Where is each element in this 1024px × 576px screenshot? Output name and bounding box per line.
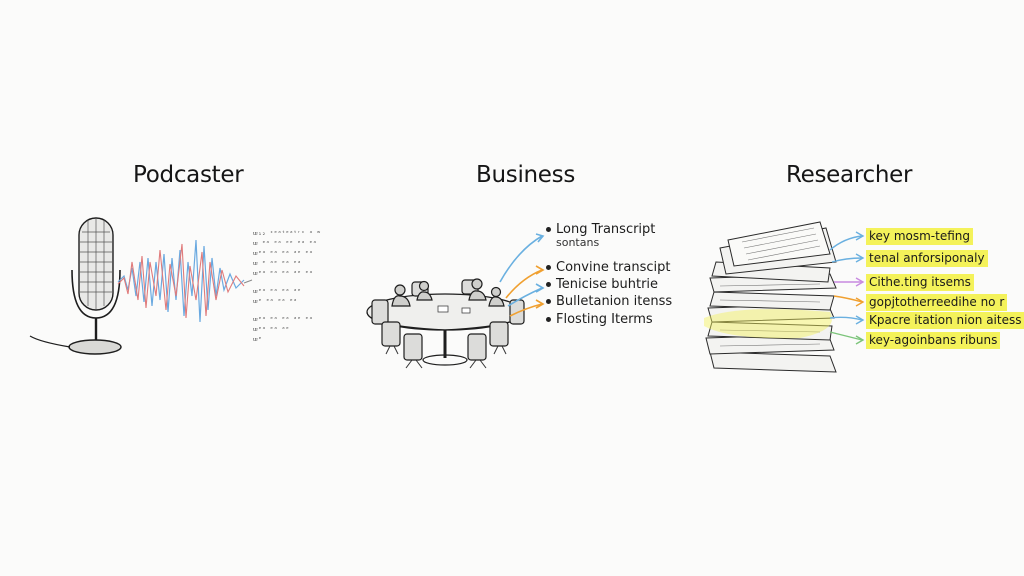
highlighted-note: Kpacre itation nion aitess	[866, 312, 1024, 329]
bullet-label: Convine transcipt	[556, 260, 671, 275]
highlighted-note: key mosm-tefing	[866, 228, 973, 245]
bullet-item: Tenicise buhtrie	[546, 277, 658, 292]
transcript-line: ᵫ₁₂ ᶦᵉᵃᵗᵉᵃᵗʳᶦ ᵃ ʷ	[253, 229, 321, 237]
highlighted-note: gopjtotherreedihe no r	[866, 294, 1008, 311]
researcher-title: Researcher	[786, 162, 913, 188]
sound-wave-icon	[117, 239, 253, 323]
meeting-table-icon	[366, 233, 545, 369]
business-title: Business	[476, 162, 576, 188]
bullet-dot-icon	[546, 317, 551, 322]
transcript-line: ᵫᵉ	[253, 335, 262, 343]
bullet-label: Long Transcript	[556, 222, 656, 237]
panel-researcher: Researcher	[680, 0, 1024, 576]
microphone-icon	[29, 217, 122, 355]
highlighted-note: tenal anforsiponaly	[866, 250, 988, 267]
podcaster-title: Podcaster	[133, 162, 244, 188]
transcript-line: ᵫᵉᵃ ᵉᵃ ᵉᵃ ᵃᵉ	[253, 287, 301, 295]
bullet-dot-icon	[546, 227, 551, 232]
bullet-label: sontans	[556, 236, 600, 249]
bullet-item: sontans	[546, 236, 599, 249]
panel-business: Business	[350, 0, 680, 576]
transcript-line: ᵫᵉ ᵉᵃ ᵉᵃ ᵉᵃ	[253, 297, 298, 305]
transcript-line: ᵫᵉᵃ ᵉᵃ ᵃᵉ	[253, 325, 290, 333]
transcript-line: ᵫ ᵉ ᵃᵉ ᵉᵃ ᵉᵃ	[253, 259, 301, 267]
bullet-label: Flosting Iterms	[556, 312, 653, 327]
bullet-dot-icon	[546, 282, 551, 287]
bullet-item: Flosting Iterms	[546, 312, 653, 327]
transcript-line: ᵫᵉᵃ ᵉᵃ ᵉᵃ ᵃᵉ ᵉᵃ	[253, 269, 313, 277]
paper-stack-icon	[704, 221, 865, 373]
transcript-lines: ᵫ₁₂ ᶦᵉᵃᵗᵉᵃᵗʳᶦ ᵃ ʷ ᵫ ᵉᵃ ᵉᵃ ᵉᵉ ᵉᵃ ᵉᵃ ᵫᵉᵃ ᵉᵃ …	[253, 228, 343, 344]
bullet-item: Convine transcipt	[546, 260, 670, 275]
bullet-label: Tenicise buhtrie	[556, 277, 659, 292]
highlighted-note: key-agoinbans ribuns	[866, 332, 1001, 349]
bullet-dot-icon	[546, 265, 551, 270]
bullet-item: Bulletanion itenss	[546, 294, 672, 309]
transcript-line: ᵫᵉᵃ ᵉᵃ ᵉᵃ ᵃᵉ ᵉᵃ	[253, 249, 313, 257]
bullet-item: Long Transcript	[546, 222, 655, 237]
highlighted-note: Cithe.ting itsems	[866, 274, 974, 291]
bullet-label: Bulletanion itenss	[556, 294, 673, 309]
transcript-line: ᵫ ᵉᵃ ᵉᵃ ᵉᵉ ᵉᵃ ᵉᵃ	[253, 239, 317, 247]
panel-podcaster: Podcaster ᵫ₁₂ ᶦᵉᵃᵗᵉᵃᵗʳᶦ ᵃ ʷ ᵫ ᵉᵃ ᵉᵃ ᵉᵉ ᵉᵃ…	[0, 0, 350, 576]
bullet-dot-icon	[546, 299, 551, 304]
transcript-line: ᵫᵉᵃ ᵉᵃ ᵉᵃ ᵃᵉ ᵉᵃ	[253, 315, 313, 323]
